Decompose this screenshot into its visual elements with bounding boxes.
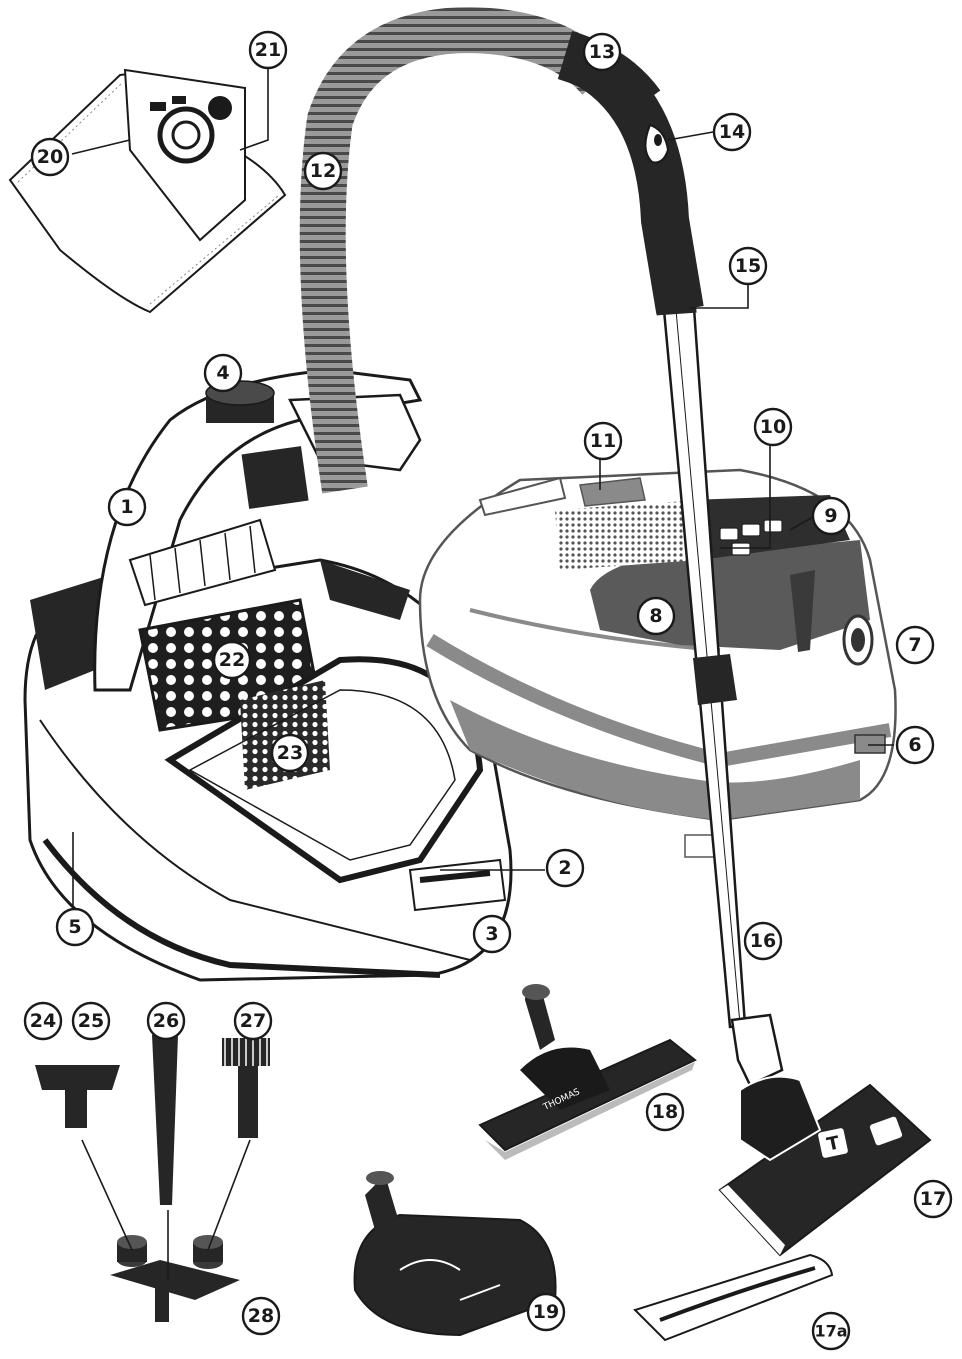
callout-11: 11 <box>583 421 623 461</box>
svg-text:19: 19 <box>533 1301 559 1323</box>
accessory-holder <box>110 1235 240 1322</box>
turbo-nozzle-19 <box>353 1171 557 1337</box>
callout-16: 16 <box>743 921 783 961</box>
callout-9: 9 <box>811 496 851 536</box>
svg-text:21: 21 <box>255 39 281 61</box>
callout-2: 2 <box>545 848 585 888</box>
leader-lines <box>71 62 894 1280</box>
svg-text:10: 10 <box>760 416 786 438</box>
svg-text:5: 5 <box>68 916 81 938</box>
upholstery-nozzle <box>35 1065 120 1128</box>
svg-text:23: 23 <box>277 742 303 764</box>
svg-text:3: 3 <box>485 923 498 945</box>
callout-6: 6 <box>895 725 935 765</box>
callout-7: 7 <box>895 625 935 665</box>
callout-13: 13 <box>582 32 622 72</box>
svg-text:27: 27 <box>240 1010 266 1032</box>
svg-text:1: 1 <box>120 496 133 518</box>
svg-text:28: 28 <box>248 1305 274 1327</box>
callout-5: 5 <box>55 907 95 947</box>
svg-text:2: 2 <box>558 857 571 879</box>
nozzle-logo: T <box>825 1132 842 1155</box>
callout-19: 19 <box>526 1292 566 1332</box>
callout-23: 23 <box>270 733 310 773</box>
svg-text:18: 18 <box>652 1101 678 1123</box>
callout-28: 28 <box>241 1296 281 1336</box>
callout-17a: 17a <box>811 1311 851 1351</box>
callout-20: 20 <box>30 137 70 177</box>
svg-text:4: 4 <box>216 362 229 384</box>
floor-nozzle-large: T <box>718 1075 932 1257</box>
svg-text:12: 12 <box>310 160 336 182</box>
callout-25: 25 <box>71 1001 111 1041</box>
vacuum-body-open <box>23 368 513 982</box>
svg-text:13: 13 <box>589 41 615 63</box>
svg-text:17a: 17a <box>814 1322 847 1341</box>
callout-27: 27 <box>233 1001 273 1041</box>
hard-floor-insert <box>633 1253 834 1342</box>
callout-10: 10 <box>753 407 793 447</box>
callout-12: 12 <box>303 151 343 191</box>
telescopic-tube <box>655 294 784 1087</box>
callout-17: 17 <box>913 1179 953 1219</box>
svg-text:22: 22 <box>219 649 245 671</box>
svg-text:16: 16 <box>750 930 776 952</box>
callout-3: 3 <box>472 914 512 954</box>
crevice-nozzle <box>152 1030 178 1205</box>
callout-24: 24 <box>23 1001 63 1041</box>
svg-text:9: 9 <box>824 505 837 527</box>
brush-nozzle <box>222 1038 270 1138</box>
svg-text:8: 8 <box>649 605 662 627</box>
callout-26: 26 <box>146 1001 186 1041</box>
svg-text:11: 11 <box>590 430 616 452</box>
callout-15: 15 <box>728 246 768 286</box>
callout-21: 21 <box>248 30 288 70</box>
svg-text:7: 7 <box>908 634 921 656</box>
callout-8: 8 <box>636 596 676 636</box>
callout-22: 22 <box>212 640 252 680</box>
svg-text:15: 15 <box>735 255 761 277</box>
svg-text:25: 25 <box>78 1010 104 1032</box>
suction-hose <box>299 6 704 494</box>
callout-1: 1 <box>107 487 147 527</box>
nozzle-18: THOMAS <box>478 984 697 1160</box>
svg-text:26: 26 <box>153 1010 179 1032</box>
dust-bag <box>8 68 287 314</box>
svg-text:20: 20 <box>37 146 63 168</box>
svg-text:14: 14 <box>719 121 745 143</box>
callout-4: 4 <box>203 353 243 393</box>
svg-text:6: 6 <box>908 734 921 756</box>
svg-text:24: 24 <box>30 1010 56 1032</box>
callout-18: 18 <box>645 1092 685 1132</box>
callout-14: 14 <box>712 112 752 152</box>
svg-text:17: 17 <box>920 1188 946 1210</box>
